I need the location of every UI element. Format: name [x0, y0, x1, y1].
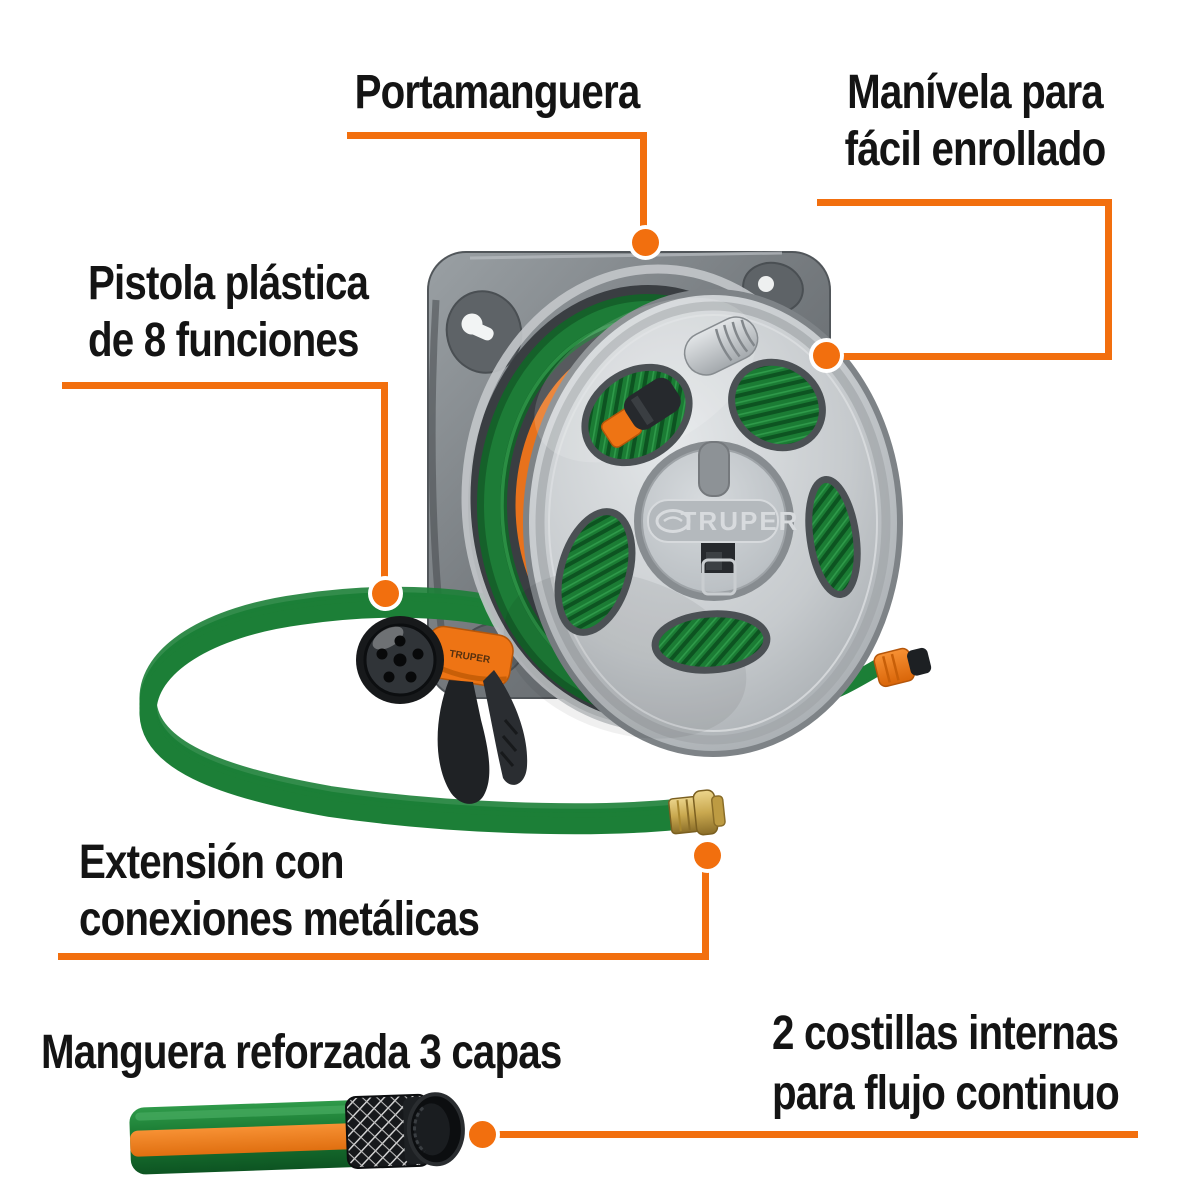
brass-coupling — [668, 789, 726, 836]
portamanguera-underline — [347, 132, 647, 139]
callout-portamanguera: Portamanguera — [329, 64, 665, 121]
spray-gun: TRUPER — [356, 616, 528, 804]
callout-costillas-line1: 2 costillas internas — [772, 1007, 1119, 1060]
crank-knob — [683, 316, 759, 376]
portamanguera-dot — [632, 229, 659, 256]
callout-extension-line2: conexiones metálicas — [79, 893, 480, 946]
hose-cross-section — [129, 1092, 465, 1175]
extension-underline — [58, 953, 709, 960]
callout-manguera-text: Manguera reforzada 3 capas — [41, 1026, 562, 1079]
manivela-leader-horizontal — [839, 353, 1112, 360]
callout-portamanguera-text: Portamanguera — [354, 66, 641, 119]
manivela-dot — [813, 342, 840, 369]
pistola-dot — [372, 580, 399, 607]
brand-badge: TRUPER — [647, 499, 800, 543]
callout-manivela-line1: Manívela para — [847, 66, 1104, 119]
spray-gun-handle — [437, 670, 528, 804]
orange-quick-connector — [873, 647, 932, 688]
stored-hose-connector — [600, 377, 681, 448]
extension-hose-loop — [148, 595, 685, 825]
costillas-leader — [483, 1131, 1138, 1138]
brand-text: TRUPER — [681, 506, 800, 536]
extension-leader — [702, 866, 709, 960]
callout-pistola-line1: Pistola plástica — [88, 257, 369, 310]
callout-pistola: Pistola plástica de 8 funciones — [88, 255, 369, 369]
callout-costillas-line2: para flujo continuo — [772, 1067, 1120, 1120]
callout-manguera: Manguera reforzada 3 capas — [41, 1024, 562, 1081]
pistola-underline — [62, 382, 388, 389]
costillas-dot — [469, 1121, 496, 1148]
callout-extension-line1: Extensión con — [79, 836, 344, 889]
callout-manivela: Manívela para fácil enrollado — [807, 64, 1143, 178]
keyhole-slot-top-left — [445, 290, 523, 374]
portamanguera-leader — [640, 132, 647, 233]
manivela-underline — [817, 199, 1112, 206]
callout-pistola-line2: de 8 funciones — [88, 314, 359, 367]
spray-gun-nozzle — [356, 616, 444, 704]
pistola-leader — [381, 382, 388, 582]
reel-hub: TRUPER — [634, 441, 800, 601]
callout-manivela-line2: fácil enrollado — [844, 123, 1107, 176]
reel-front-disc: TRUPER — [503, 289, 903, 757]
extension-dot — [694, 842, 721, 869]
callout-costillas: 2 costillas internas para flujo continuo — [772, 1004, 1120, 1124]
callout-extension: Extensión con conexiones metálicas — [79, 834, 480, 948]
manivela-leader-vertical — [1105, 199, 1112, 360]
